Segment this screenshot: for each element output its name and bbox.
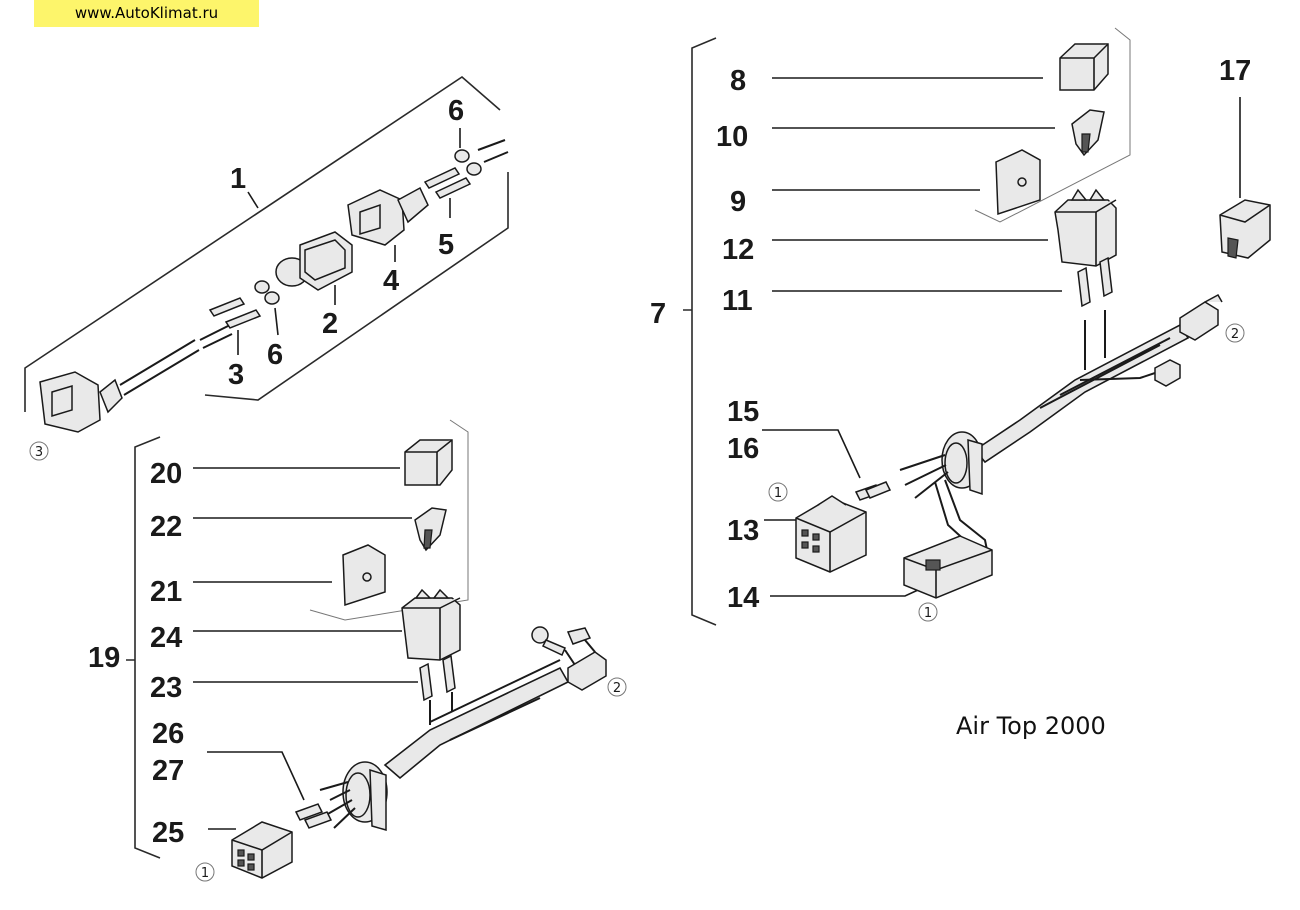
connector-housing-left [39,371,123,433]
group-1-cable-connectors: 1 2 3 4 5 6 6 3 [24,75,509,461]
connector-14 [903,535,993,599]
group-19-harness: 19 20 22 21 24 23 26 27 25 2 1 [88,419,627,882]
ring-terminals-19 [531,626,596,666]
label-5: 5 [438,229,454,261]
subgroup-bracket-19 [309,419,469,621]
connector-ref-1-right: 1 [924,606,932,621]
label-27: 27 [152,755,184,787]
bracket-group-1-top [24,75,501,412]
label-13: 13 [727,515,759,547]
connector-13 [795,495,867,573]
label-15: 15 [727,396,759,428]
label-23: 23 [150,672,182,704]
bracket-group-1-bottom [204,172,509,401]
plug-housing-2 [275,231,353,291]
label-25: 25 [152,817,184,849]
fuse-box-12 [1054,188,1117,267]
leader-1 [247,191,259,209]
contacts-23 [419,654,456,702]
connector-ref-2-left: 2 [613,681,621,696]
connector-ref-1-left: 1 [201,866,209,881]
label-22: 22 [150,511,182,543]
connector-ref-circle-1-mid [768,482,788,502]
bracket-19 [126,436,161,859]
contacts-26-27 [294,803,333,829]
subgroup-bracket-7 [974,27,1131,223]
label-16: 16 [727,433,759,465]
seals-6-lower [254,280,280,305]
connector-ref-1-mid: 1 [774,486,782,501]
label-4: 4 [383,265,399,297]
label-10: 10 [716,121,748,153]
label-19: 19 [88,642,120,674]
connector-ref-circle-1-left [195,862,215,882]
plug-2-right-harness [1179,293,1223,341]
connector-ref-circle-2-left [607,677,627,697]
label-9: 9 [730,186,746,218]
fuse-10 [1071,109,1105,157]
bracket-7 [683,37,717,626]
fuse-holder-9 [995,149,1041,216]
label-24: 24 [150,622,182,654]
contacts-11 [1077,256,1113,308]
plug-2-left-harness [567,651,607,691]
contact-pins-5 [423,167,472,199]
fuse-cap-20 [404,439,453,486]
connector-ref-3: 3 [35,445,43,460]
fuse-holder-21 [342,544,386,607]
label-8: 8 [730,65,746,97]
contact-pins-3 [208,297,262,329]
fuse-22 [414,507,447,552]
connector-ref-circle-3 [29,441,49,461]
label-11: 11 [722,285,753,317]
harness-cable-19 [383,666,570,780]
connector-ref-2-right: 2 [1231,327,1239,342]
connector-ref-circle-2-right [1225,323,1245,343]
connector-housing-4 [347,186,429,246]
sensor-plug-7 [1154,359,1181,387]
label-12: 12 [722,234,754,266]
label-14: 14 [727,582,759,614]
label-6-lower: 6 [267,339,283,371]
label-20: 20 [150,458,182,490]
fuse-box-24 [401,588,461,661]
label-6-upper: 6 [448,95,464,127]
diagram-caption: Air Top 2000 [956,712,1106,740]
label-21: 21 [150,576,182,608]
label-26: 26 [152,718,184,750]
label-7: 7 [650,298,666,330]
grommet-7 [941,431,983,496]
grommet-19 [342,761,388,831]
label-1: 1 [230,163,246,195]
connector-25 [231,821,293,879]
fuse-17 [1219,199,1271,259]
contacts-15-16 [854,481,892,501]
label-3: 3 [228,359,244,391]
label-17: 17 [1219,55,1251,87]
label-2: 2 [322,308,338,340]
connector-ref-circle-1-right [918,602,938,622]
fuse-cap-8 [1059,43,1109,91]
seals-6-upper [454,149,482,176]
watermark: www.AutoKlimat.ru [34,0,259,27]
group-7-harness: 8 10 9 12 11 7 15 16 13 14 17 2 1 1 [650,27,1271,626]
